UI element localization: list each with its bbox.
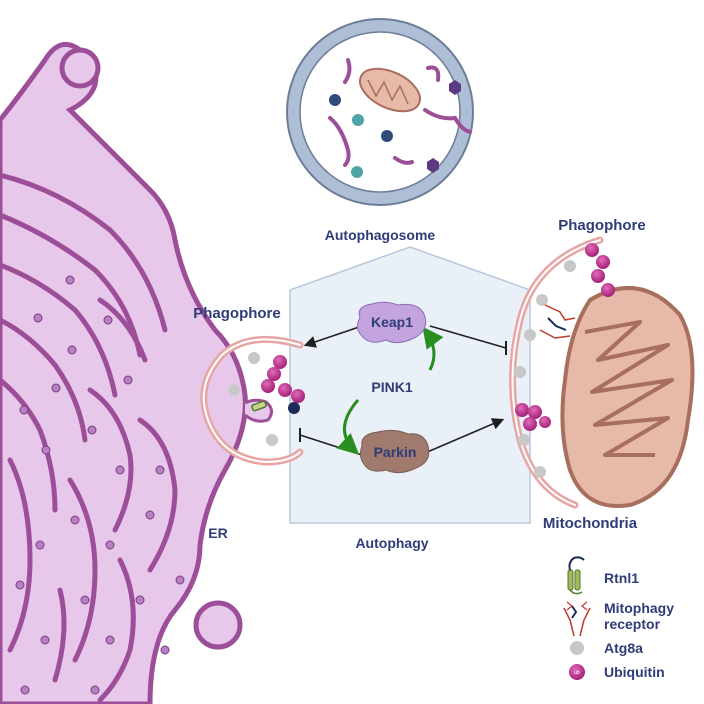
autophagy-label: Autophagy: [355, 535, 428, 551]
atg8a-icon: [570, 641, 584, 655]
legend: Rtnl1 Mitophagy receptor Atg8a ub Ubiqui…: [563, 556, 674, 680]
parkin-label: Parkin: [374, 444, 417, 460]
legend-atg8a: Atg8a: [604, 640, 643, 656]
autophagosome-label: Autophagosome: [325, 227, 436, 243]
keap1-to-left-arrow: [303, 325, 363, 348]
left-phagophore: [200, 335, 304, 466]
autophagosome: [286, 18, 474, 206]
svg-text:ub: ub: [574, 670, 580, 676]
parkin-node: Parkin: [359, 429, 430, 474]
er-label: ER: [208, 525, 227, 541]
right-phagophore-label: Phagophore: [558, 217, 646, 234]
pink1-label: PINK1: [371, 379, 412, 395]
left-ubiquitin-chain: [261, 355, 305, 414]
keap1-node: Keap1: [356, 301, 427, 344]
mitochondrion: [560, 286, 695, 508]
legend-mitophagy-line2: receptor: [604, 616, 661, 632]
mitophagy-receptor-icon: [563, 601, 591, 637]
right-ubiquitin-chain-top: [585, 243, 615, 297]
left-phagophore-label: Phagophore: [193, 305, 281, 322]
right-ubiquitin-chain-bottom: [515, 403, 551, 431]
endoplasmic-reticulum: [0, 41, 248, 704]
right-phagophore: [509, 236, 604, 509]
pink1-to-keap1-arrow: [422, 326, 444, 371]
mitochondria-label: Mitochondria: [543, 515, 638, 532]
legend-rtnl1: Rtnl1: [604, 570, 639, 586]
keap1-label: Keap1: [371, 314, 413, 330]
legend-mitophagy-line1: Mitophagy: [604, 600, 674, 616]
rtnl1-icon: [567, 556, 585, 595]
pink1-to-parkin-arrow: [336, 399, 360, 455]
parkin-to-right-arrow: [417, 418, 505, 457]
legend-ubiquitin: Ubiquitin: [604, 664, 665, 680]
ubiquitin-icon: ub: [569, 664, 585, 680]
